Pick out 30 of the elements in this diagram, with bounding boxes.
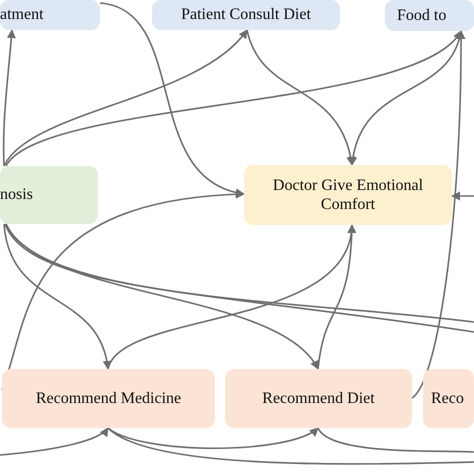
box-label: Doctor Give Emotional Comfort (272, 176, 424, 214)
process-box (2, 369, 215, 428)
arrow (3, 224, 111, 370)
box-label: atment (0, 5, 44, 25)
process-box (385, 0, 474, 31)
process-box (225, 369, 412, 428)
box-label: Recommend Medicine (36, 388, 182, 408)
arrow (246, 30, 355, 166)
arrow (0, 427, 109, 456)
arrow (108, 427, 319, 450)
arrow (411, 30, 466, 399)
box-label: Recommend Diet (262, 388, 375, 408)
connector-line (317, 428, 474, 453)
arrow (5, 30, 462, 167)
connector-line (108, 427, 474, 465)
box-label: Food to (397, 6, 446, 26)
process-box (423, 369, 474, 428)
box-label: Patient Consult Diet (181, 5, 311, 25)
arrow (100, 2, 245, 196)
process-box (152, 0, 340, 30)
arrow (3, 29, 248, 166)
arrow (317, 224, 356, 370)
process-box (244, 165, 452, 225)
box-label: Reco (431, 388, 464, 408)
arrow (1, 190, 245, 390)
arrow (2, 29, 16, 166)
process-box (0, 0, 100, 30)
box-label: nosis (0, 185, 33, 205)
process-box (0, 166, 98, 224)
arrow (451, 192, 474, 200)
